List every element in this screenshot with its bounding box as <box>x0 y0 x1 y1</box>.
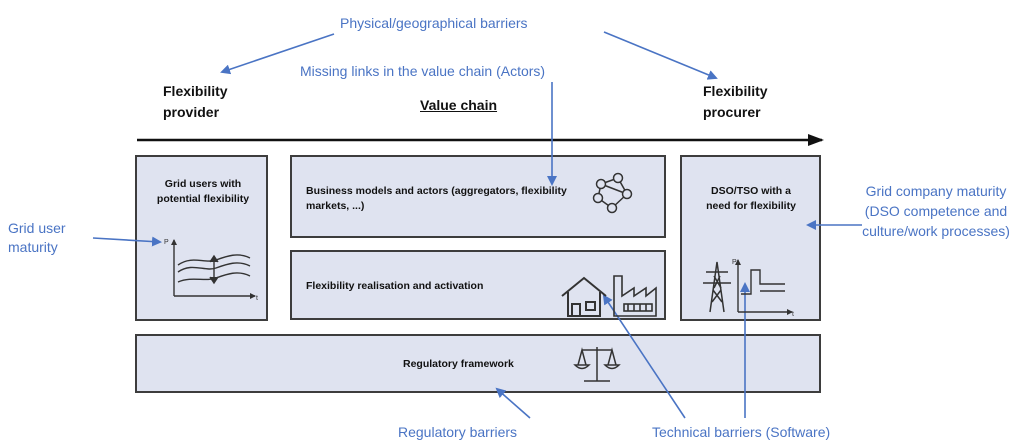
flexibility-procurer-header: Flexibility procurer <box>703 83 768 120</box>
physical-arrow-left <box>220 33 335 75</box>
business-models-box: Business models and actors (aggregators,… <box>290 155 666 238</box>
pylon-icon <box>703 261 731 313</box>
scales-icon <box>573 347 621 382</box>
realisation-text: Flexibility realisation and activation <box>306 280 484 292</box>
regulatory-arrow <box>495 387 531 419</box>
grid-company-maturity-label: Grid company maturity (DSO competence an… <box>862 183 1010 239</box>
house-icon <box>561 276 607 317</box>
value-chain-header: Value chain <box>420 97 498 113</box>
physical-arrow-right <box>603 31 718 80</box>
factory-icon <box>613 275 657 317</box>
step-chart-icon: P t <box>732 259 794 318</box>
dso-tso-text: DSO/TSO with a need for flexibility <box>706 185 796 212</box>
svg-text:P: P <box>732 259 737 266</box>
grid-user-maturity-label: Grid user maturity <box>8 220 66 255</box>
network-icon <box>592 172 633 214</box>
svg-text:t: t <box>256 295 258 302</box>
regulatory-barriers-label: Regulatory barriers <box>398 424 518 440</box>
grid-users-text: Grid users with potential flexibility <box>156 178 250 205</box>
regulatory-framework-text: Regulatory framework <box>403 358 514 370</box>
realisation-box: Flexibility realisation and activation <box>290 250 666 320</box>
chart-icon: P t <box>164 239 258 302</box>
technical-arrow-left <box>602 294 686 419</box>
flexibility-provider-header: Flexibility provider <box>163 83 228 120</box>
svg-text:t: t <box>792 311 794 318</box>
regulatory-framework-box: Regulatory framework <box>135 334 821 393</box>
grid-users-box: Grid users with potential flexibility <box>135 155 268 321</box>
technical-barriers-label: Technical barriers (Software) <box>652 424 831 440</box>
missing-links-label: Missing links in the value chain (Actors… <box>300 63 546 79</box>
grid-user-arrow <box>92 236 162 247</box>
business-models-text: Business models and actors (aggregators,… <box>306 185 567 212</box>
physical-barriers-label: Physical/geographical barriers <box>340 15 528 31</box>
svg-text:P: P <box>164 239 169 246</box>
